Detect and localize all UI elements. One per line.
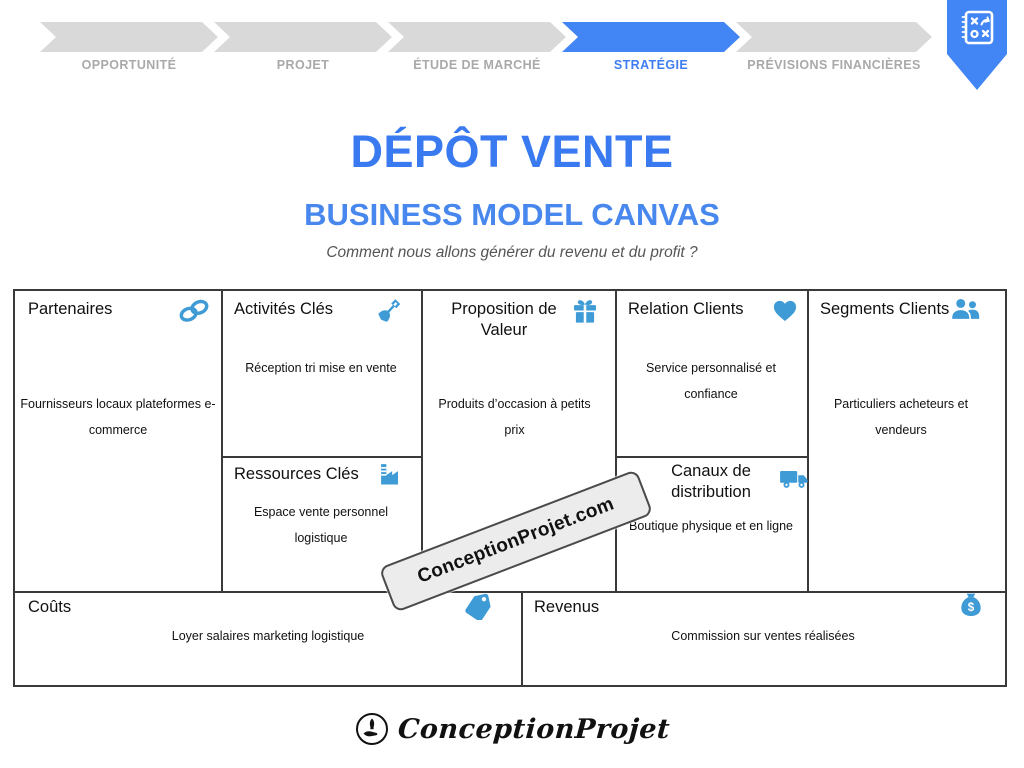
nav-step-label[interactable]: PRÉVISIONS FINANCIÈRES [747,58,921,72]
chain-link-icon [179,299,209,322]
grid-line [615,291,617,591]
revenues-content: Commission sur ventes réalisées [671,629,855,643]
value-proposition-title: Proposition de Valeur [451,300,557,339]
key-resources-title: Ressources Clés [234,465,359,483]
gift-icon [574,300,596,323]
grid-line [15,591,1005,593]
costs-content: Loyer salaires marketing logistique [171,629,365,643]
shovel-icon [378,299,401,322]
value-proposition-content: Produits d’occasion à petits prix [438,397,591,437]
costs-title: Coûts [28,598,72,616]
heart-icon [773,300,797,322]
nav-step-etude-de-marche[interactable] [388,22,566,52]
nav-step-projet[interactable] [214,22,392,52]
strategy-playbook-icon [961,10,994,45]
key-activities-content: Réception tri mise en vente [245,361,397,375]
key-resources-content: Espace vente personnel logistique [253,505,389,545]
grid-line [221,456,423,458]
svg-text:$: $ [968,601,975,614]
page-title: DÉPÔT VENTE [350,126,674,177]
nav-step-label[interactable]: OPPORTUNITÉ [81,58,177,72]
revenues-title: Revenus [534,598,600,616]
customer-segments-content: Particuliers acheteurs et vendeurs [833,397,969,437]
page-subtitle: BUSINESS MODEL CANVAS [304,197,720,232]
key-activities-title: Activités Clés [234,300,334,318]
customer-relations-content: Service personnalisé et confiance [646,361,776,401]
grid-line [221,291,223,591]
price-tag-icon [465,593,491,620]
nav-step-label[interactable]: PROJET [276,58,330,72]
users-icon [952,298,980,319]
channels-content: Boutique physique et en ligne [628,519,793,533]
footer-brand: ConceptionProjet [0,712,1024,746]
grid-line [615,456,809,458]
customer-relations-title: Relation Clients [628,300,744,318]
business-model-canvas: Partenaires Fournisseurs locaux platefor… [13,289,1007,687]
nav-step-label-active[interactable]: STRATÉGIE [613,58,689,72]
page-tagline: Comment nous allons générer du revenu et… [326,244,698,261]
money-bag-icon: $ [961,593,981,617]
nav-step-strategie[interactable] [562,22,740,52]
hand-rocket-logo-icon [355,713,388,745]
partners-content: Fournisseurs locaux plateformes e-commer… [20,397,216,437]
grid-line [521,591,523,685]
channels-title: Canaux de distribution [671,462,751,501]
nav-step-previsions-financieres[interactable] [736,22,932,52]
grid-line [421,291,423,591]
grid-line [807,291,809,591]
nav-step-label[interactable]: ÉTUDE DE MARCHÉ [413,58,541,72]
truck-icon [780,470,808,488]
factory-icon [381,464,398,485]
footer-brand-text: ConceptionProjet [396,713,671,745]
customer-segments-title: Segments Clients [820,300,950,318]
strategy-ribbon-bookmark [947,0,1007,90]
nav-step-opportunite[interactable] [40,22,218,52]
partners-title: Partenaires [28,300,113,318]
